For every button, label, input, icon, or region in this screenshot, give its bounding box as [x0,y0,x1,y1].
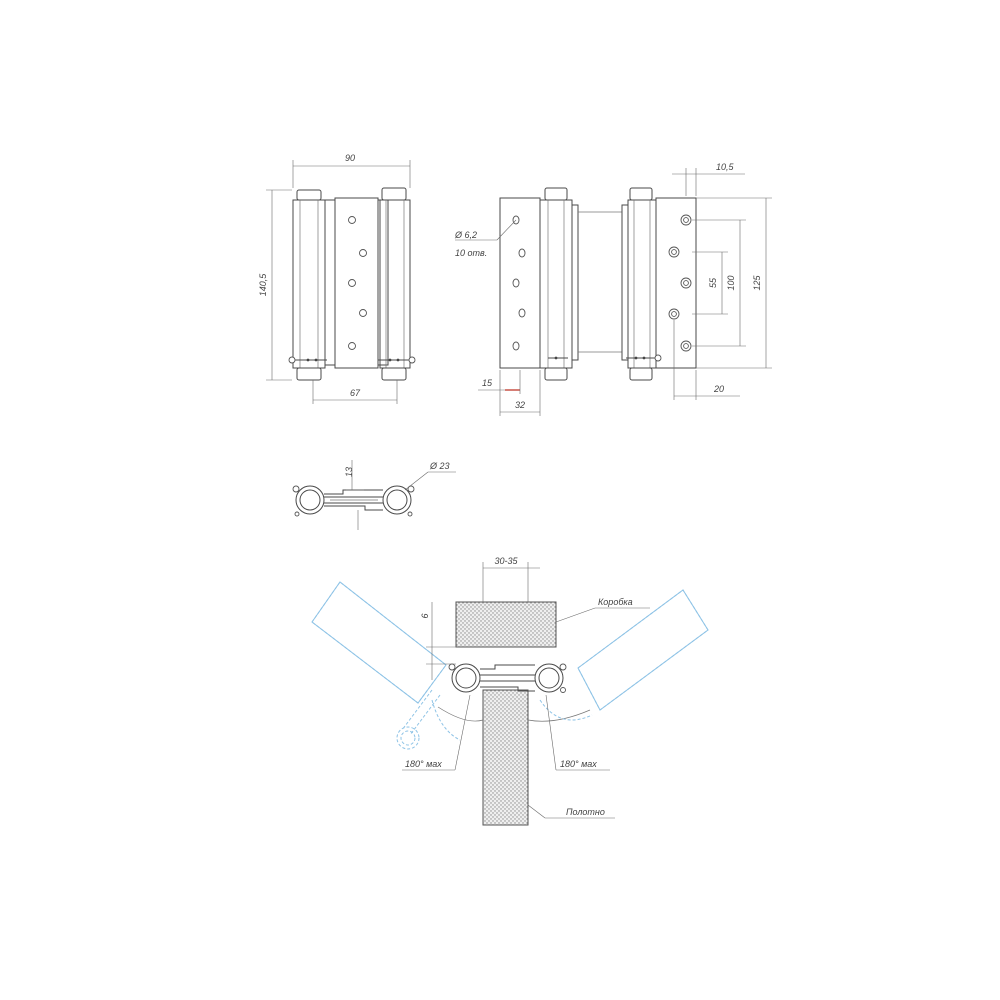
screw-hole [359,309,367,317]
dim-leaf-width-label: 32 [515,400,525,410]
dim-leaf-label: 67 [350,388,361,398]
label-frame: Коробка [598,597,633,607]
front-view: 90 140,5 67 [258,153,416,404]
label-angle-right: 180° мах [560,759,597,769]
label-angle-left: 180° мах [405,759,442,769]
label-leaf: Полотно [566,807,605,817]
side-view: Ø 6,2 10 отв. 15 32 10,5 55 100 125 [454,162,772,416]
dim-gap-label: 30-35 [494,556,518,566]
dim-bottom-label: 20 [713,384,724,394]
dim-spacing-55-label: 55 [708,277,718,288]
door-leaf [482,689,529,826]
dim-clearance-label: 6 [420,613,430,618]
section-view: 13 Ø 23 [292,460,456,530]
dim-thickness-label: 13 [344,467,354,477]
dim-spacing-125-label: 125 [752,275,762,291]
dim-barrel-label: Ø 23 [429,461,450,471]
dim-width-label: 90 [345,153,355,163]
install-view: 30-35 6 Коробка Полотно 180° мах 180° ма… [311,556,709,826]
screw-hole [359,249,367,257]
dim-hole-dia-label: Ø 6,2 [454,230,477,240]
screw-hole [348,279,356,287]
door-frame [455,601,557,648]
dim-top-label: 10,5 [716,162,735,172]
dim-hole-count-label: 10 отв. [455,248,487,258]
dim-height-label: 140,5 [258,273,268,297]
dim-offset-label: 15 [482,378,493,388]
screw-hole [348,216,356,224]
screw-hole [348,342,356,350]
dim-spacing-100-label: 100 [726,275,736,290]
